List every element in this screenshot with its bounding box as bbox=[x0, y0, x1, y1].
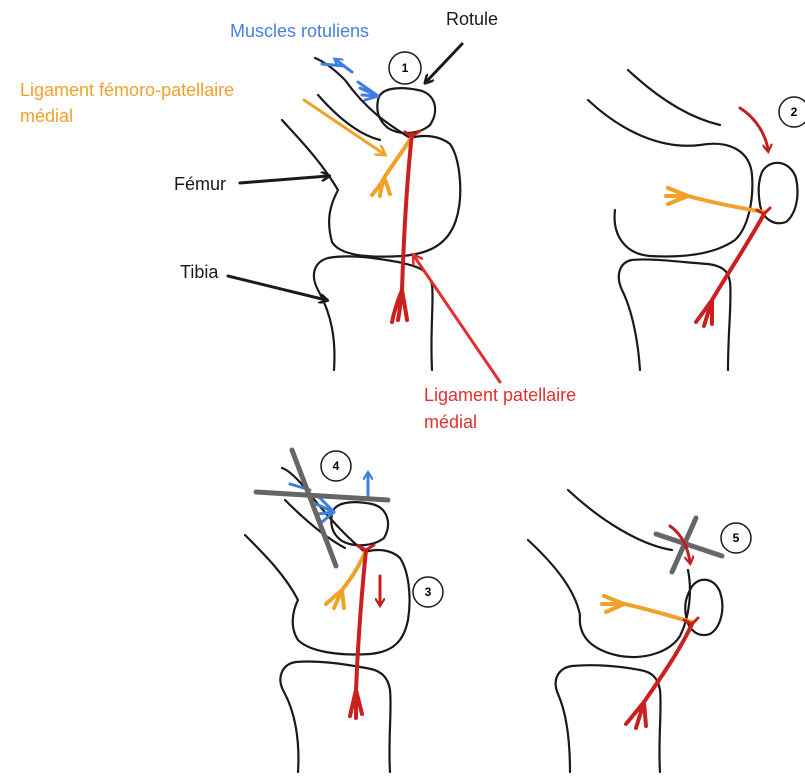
patellar-ligament bbox=[696, 208, 770, 326]
mpfl-ligament bbox=[602, 596, 692, 622]
rotule-label: Rotule bbox=[446, 9, 498, 29]
quadriceps-muscle bbox=[322, 60, 378, 100]
patella-outline bbox=[331, 502, 388, 545]
step-4-number: 4 bbox=[333, 459, 340, 473]
muscles-label: Muscles rotuliens bbox=[230, 21, 369, 41]
femur-label: Fémur bbox=[174, 174, 226, 194]
step-5-number: 5 bbox=[733, 531, 740, 545]
panel-2: 2 bbox=[588, 70, 805, 370]
femur-upper-line bbox=[568, 490, 672, 550]
step-1-number: 1 bbox=[402, 61, 409, 75]
femur-upper-line bbox=[628, 70, 720, 125]
patella-outline bbox=[377, 88, 435, 133]
rotule-pointer-arrow bbox=[426, 44, 462, 82]
tibia-outline bbox=[314, 256, 433, 370]
tibia-outline bbox=[280, 661, 390, 772]
patella-shift-arrow bbox=[740, 108, 768, 150]
mpfl-pointer-arrow bbox=[304, 100, 384, 154]
mpfl-label-line1: Ligament fémoro-patellaire bbox=[20, 80, 234, 100]
panel-5: 5 bbox=[528, 490, 751, 772]
femur-pointer-arrow bbox=[240, 176, 328, 183]
mpfl-ligament bbox=[666, 188, 764, 212]
panel-1: 1 Muscles rotuliens Rotule Ligament fémo… bbox=[20, 9, 576, 432]
muscle-cut-cross bbox=[656, 518, 722, 572]
femur-outline bbox=[282, 58, 460, 257]
mpfl-label-line2: médial bbox=[20, 106, 73, 126]
patellar-pointer-arrow bbox=[414, 256, 500, 382]
patellar-ligament bbox=[626, 618, 698, 728]
panel-3-4: 4 3 bbox=[245, 450, 443, 772]
tibia-pointer-arrow bbox=[228, 276, 326, 300]
step-3-number: 3 bbox=[425, 585, 432, 599]
patellar-label-line1: Ligament patellaire bbox=[424, 385, 576, 405]
step-2-number: 2 bbox=[791, 105, 798, 119]
patellar-label-line2: médial bbox=[424, 412, 477, 432]
femur-outline bbox=[588, 100, 752, 256]
tibia-label: Tibia bbox=[180, 262, 219, 282]
